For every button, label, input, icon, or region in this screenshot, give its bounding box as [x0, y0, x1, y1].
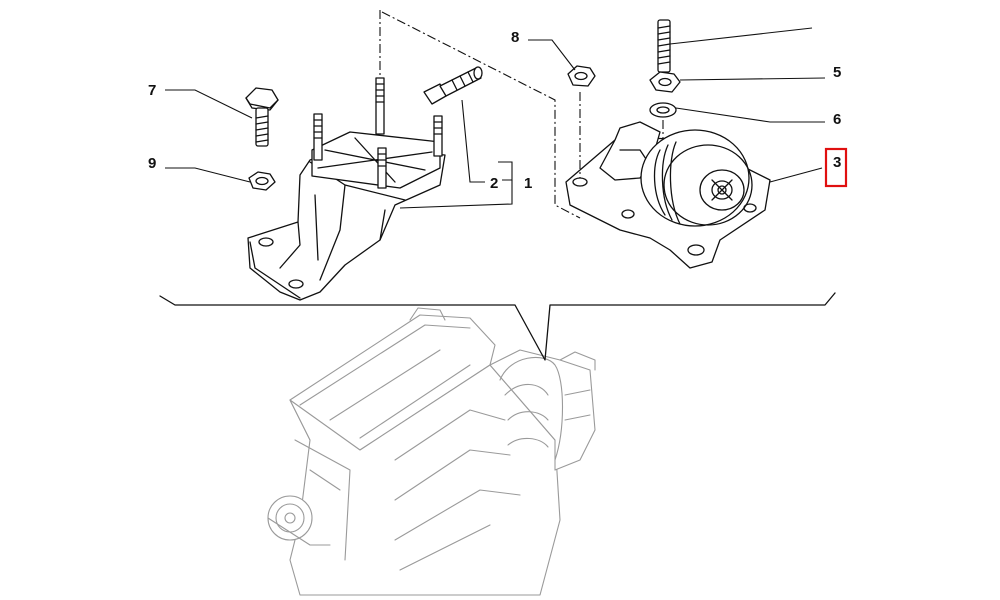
callout-6: 6: [833, 111, 841, 128]
nut: [248, 171, 276, 191]
leader-lines: [165, 27, 826, 209]
callout-8: 8: [511, 29, 519, 46]
callout-1: 1: [524, 175, 532, 192]
nut-top: [567, 65, 596, 87]
callout-5: 5: [833, 64, 841, 81]
right-engine-mount: [565, 121, 771, 269]
callout-3-highlight-box: [824, 147, 848, 188]
callout-3: 3: [833, 154, 841, 171]
callout-9: 9: [148, 155, 156, 172]
nut-mount: [649, 71, 681, 93]
callout-2: 2: [490, 175, 498, 192]
sensor-pin: [423, 66, 483, 105]
threaded-stud: [657, 19, 671, 73]
washer: [649, 102, 677, 118]
alignment-lines: [379, 10, 664, 219]
left-engine-mount-bracket: [247, 77, 446, 301]
divider-pointer-line: [159, 292, 836, 361]
callout-7: 7: [148, 82, 156, 99]
bolt: [245, 87, 279, 147]
engine-block: [267, 307, 596, 596]
